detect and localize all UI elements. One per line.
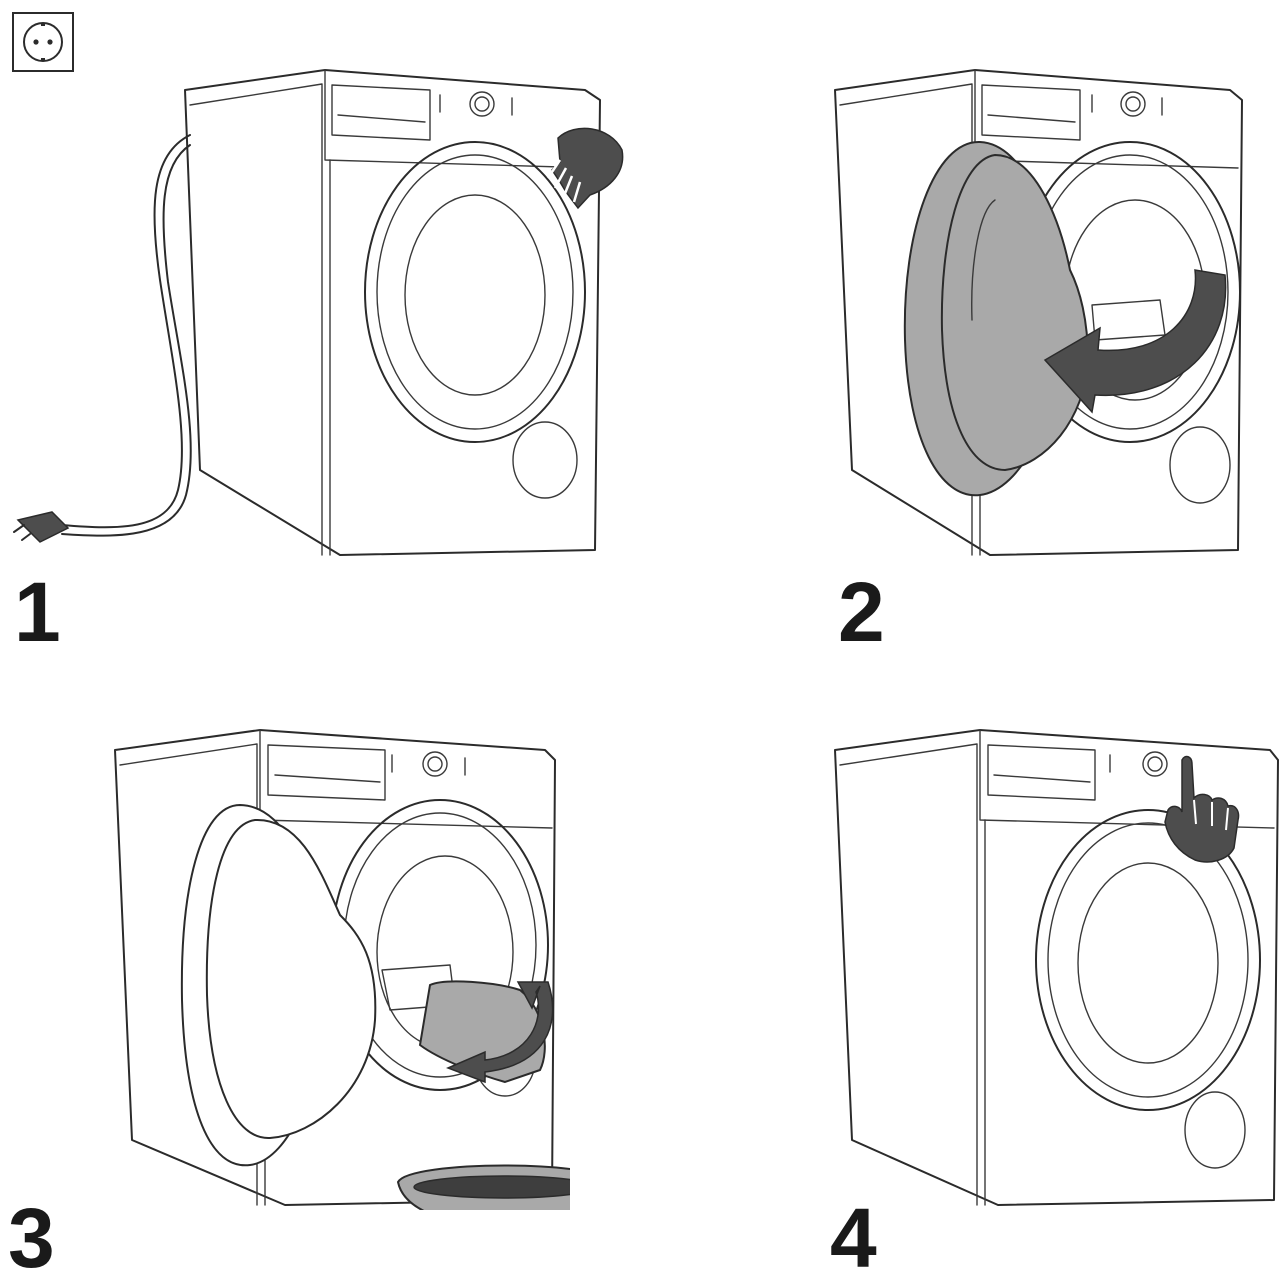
step-4-illustration xyxy=(834,729,1279,1206)
step-number: 1 xyxy=(14,565,61,659)
step-3-illustration xyxy=(114,729,570,1210)
washer-body xyxy=(114,729,556,1206)
power-socket-icon xyxy=(12,12,74,72)
washer-door-open xyxy=(180,803,377,1167)
rotate-arrow-icon xyxy=(446,981,554,1084)
washer-body xyxy=(184,69,601,556)
water-bowl-icon xyxy=(396,1164,570,1210)
step-number: 4 xyxy=(830,1191,877,1285)
program-knob xyxy=(1142,751,1168,777)
washer-door xyxy=(1035,809,1261,1111)
program-knob xyxy=(422,751,448,777)
washer-door-open xyxy=(903,140,1090,497)
step-1-illustration xyxy=(13,69,624,556)
program-knob xyxy=(469,91,495,117)
washer-door xyxy=(364,141,586,443)
pointing-hand-icon xyxy=(1164,755,1240,863)
program-knob xyxy=(1120,91,1146,117)
power-plug-icon xyxy=(13,511,70,543)
filter-cover xyxy=(1169,426,1231,504)
rotate-arrow-icon xyxy=(1043,269,1227,414)
step-number: 2 xyxy=(838,565,885,659)
step-2-illustration xyxy=(834,69,1243,556)
washer-body xyxy=(834,729,1279,1206)
filter-cover xyxy=(1184,1091,1246,1169)
hand-icon xyxy=(546,127,624,210)
washer-body xyxy=(834,69,1243,556)
filter-cover xyxy=(512,421,578,499)
step-number: 3 xyxy=(8,1191,55,1285)
